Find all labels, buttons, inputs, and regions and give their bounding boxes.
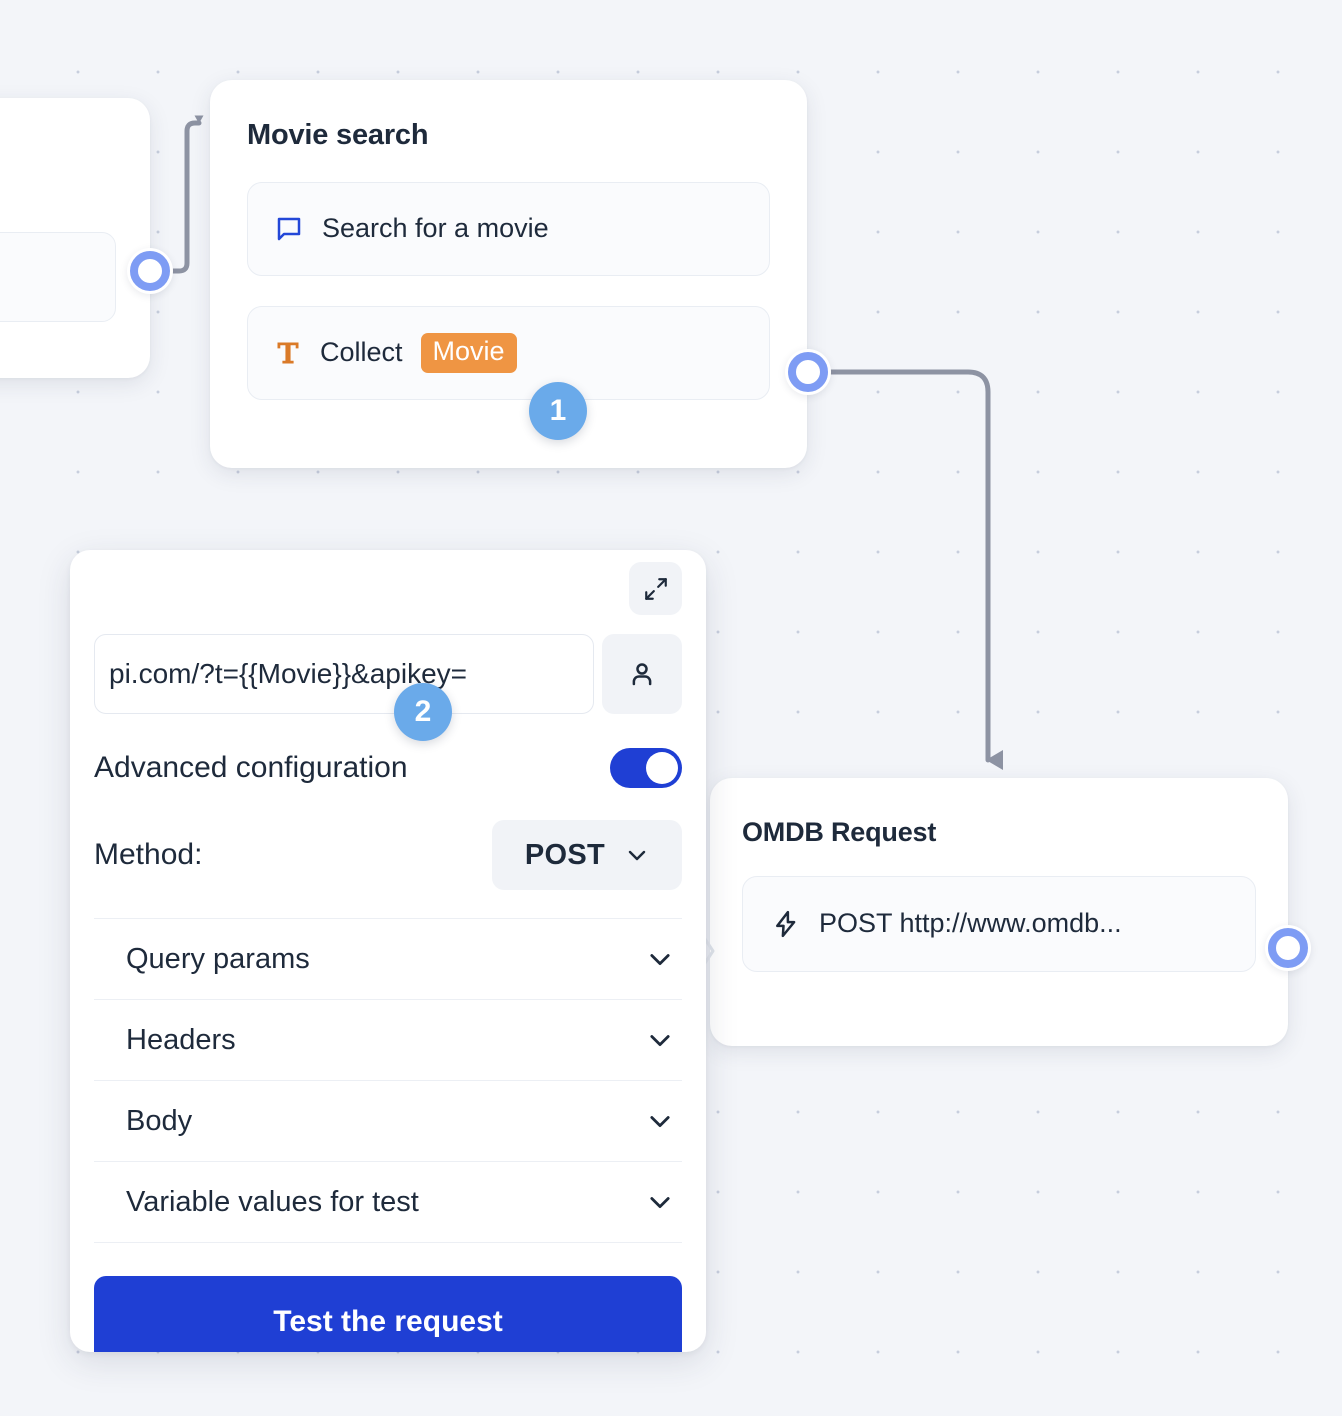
chevron-down-icon[interactable]	[646, 945, 674, 973]
advanced-configuration-row[interactable]: Advanced configuration	[94, 748, 682, 788]
test-the-request-button[interactable]: Test the request	[94, 1276, 682, 1352]
auth-person-button[interactable]	[602, 634, 682, 714]
method-row: Method: POST	[94, 820, 682, 890]
person-icon	[627, 659, 657, 689]
node-row-collect-movie[interactable]: Collect Movie	[247, 305, 770, 400]
method-label: Method:	[94, 838, 203, 871]
step-badge-1: 1	[529, 382, 587, 440]
page-title: Movie search	[247, 119, 429, 151]
chevron-down-icon[interactable]	[646, 1188, 674, 1216]
chevron-down-icon[interactable]	[646, 1107, 674, 1135]
text-format-icon	[274, 339, 302, 367]
omdb-node-title: OMDB Request	[742, 817, 937, 847]
edge-prev-to-movie-search	[170, 115, 204, 274]
previous-node-card[interactable]	[0, 98, 150, 378]
port-omdb-request-output[interactable]	[1265, 925, 1311, 971]
request-url-input[interactable]	[94, 634, 594, 714]
accordion-label: Body	[126, 1104, 193, 1137]
method-select[interactable]: POST	[492, 820, 682, 890]
toggle-knob	[646, 752, 678, 784]
node-row-post-request[interactable]: POST http://www.omdb...	[742, 875, 1256, 972]
accordion-label: Headers	[126, 1023, 236, 1056]
message-bubble-icon	[274, 214, 304, 244]
node-row-search-for-a-movie[interactable]: Search for a movie	[247, 181, 770, 276]
node-movie-search[interactable]: Movie search Search for a movie Collect …	[210, 80, 807, 468]
chevron-down-icon[interactable]	[646, 1026, 674, 1054]
accordion-item-headers[interactable]: Headers	[94, 1000, 682, 1081]
accordion-item-body[interactable]: Body	[94, 1081, 682, 1162]
method-value: POST	[524, 838, 606, 871]
advanced-configuration-toggle[interactable]	[610, 748, 682, 788]
node-row-label: POST http://www.omdb...	[819, 908, 1122, 939]
lightning-bolt-icon	[771, 909, 801, 939]
accordion-label: Query params	[126, 942, 310, 975]
edge-movie-search-to-omdb	[827, 369, 1003, 770]
request-configuration-panel[interactable]: Advanced configuration Method: POST	[70, 550, 706, 1352]
node-row-label: Search for a movie	[322, 213, 549, 244]
url-row[interactable]	[94, 634, 682, 714]
accordion-sections: Query params Headers	[94, 918, 682, 1243]
accordion-item-variable-values-for-test[interactable]: Variable values for test	[94, 1162, 682, 1243]
port-movie-search-output[interactable]	[785, 349, 831, 395]
previous-node-row[interactable]	[0, 232, 116, 322]
accordion-item-query-params[interactable]: Query params	[94, 919, 682, 1000]
port-previous-node-output[interactable]	[127, 248, 173, 294]
chevron-down-icon	[625, 843, 649, 867]
node-omdb-request[interactable]: OMDB Request POST http://www.omdb...	[710, 778, 1288, 1046]
accordion-label: Variable values for test	[126, 1185, 419, 1218]
variable-tag-movie[interactable]: Movie	[420, 333, 517, 373]
node-row-label: Collect	[320, 337, 403, 368]
advanced-configuration-label: Advanced configuration	[94, 751, 408, 784]
step-badge-2: 2	[394, 683, 452, 741]
expand-diagonal-icon[interactable]	[629, 562, 682, 615]
